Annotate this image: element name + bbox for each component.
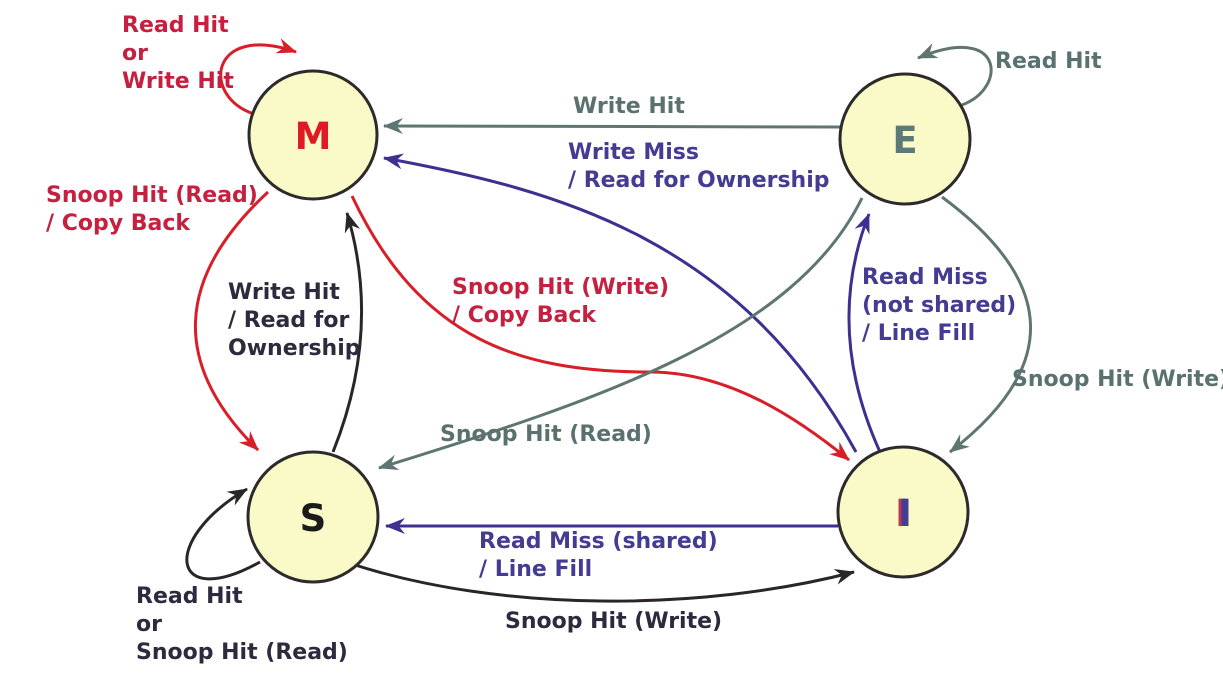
label-e-self-read-hit: Read Hit (995, 48, 1102, 76)
label-line: Snoop Hit (Write) (452, 275, 670, 300)
label-line: or (136, 612, 162, 637)
label-read-miss-not-shared-line-fill: Read Miss (not shared) / Line Fill (862, 264, 1016, 348)
label-line: Write Miss (568, 140, 699, 165)
label-line: / Copy Back (46, 211, 190, 236)
label-line: / Read for (228, 308, 350, 333)
transition-s-to-m-arrow (331, 212, 364, 453)
transition-e-to-e-arrow (917, 43, 993, 107)
label-write-miss-read-for-ownership: Write Miss / Read for Ownership (568, 139, 830, 195)
label-line: Write Hit (228, 280, 340, 305)
label-line: Read Miss (shared) (479, 529, 718, 554)
transition-e-to-i-arrow (941, 195, 1032, 454)
state-node-s (246, 450, 380, 584)
label-line: Snoop Hit (Write) (505, 609, 723, 634)
state-letter-i: I (898, 491, 912, 535)
label-line: Read Hit (995, 49, 1102, 74)
label-line: / Copy Back (452, 303, 596, 328)
label-line: / Line Fill (479, 557, 593, 582)
label-snoop-hit-write-s-to-i: Snoop Hit (Write) (505, 608, 722, 636)
label-line: Read Hit (122, 13, 229, 38)
transition-i-to-e-arrow (847, 213, 882, 453)
label-line: Snoop Hit (Read) (46, 183, 258, 208)
label-line: (not shared) (862, 293, 1017, 318)
label-write-hit: Write Hit (573, 93, 685, 121)
transition-s-to-s-arrow (185, 487, 261, 581)
transition-m-to-m-arrow (219, 38, 297, 116)
state-letter-s: S (299, 496, 327, 540)
transition-m-to-s-arrow (193, 190, 270, 452)
label-line: Snoop Hit (Read) (440, 422, 652, 447)
label-line: Snoop Hit (Write) (1012, 367, 1223, 392)
transition-e-to-s-arrow (378, 197, 864, 471)
label-line: Read Hit (136, 584, 243, 609)
label-m-self-read-or-write-hit: Read Hit or Write Hit (122, 12, 234, 96)
label-line: Snoop Hit (Read) (136, 640, 348, 665)
transition-e-to-m-arrow (383, 118, 841, 135)
label-line: / Read for Ownership (568, 168, 830, 193)
label-line: Write Hit (573, 94, 685, 119)
transition-s-to-i-arrow (351, 562, 855, 603)
label-line: Ownership (228, 336, 361, 361)
state-node-e (838, 72, 972, 206)
state-letter-m: M (294, 114, 332, 158)
label-snoop-hit-read-copy-back: Snoop Hit (Read) / Copy Back (46, 182, 258, 238)
state-node-i (836, 445, 970, 579)
transition-i-to-m-arrow (383, 153, 858, 453)
label-snoop-hit-read-e-to-s: Snoop Hit (Read) (440, 421, 652, 449)
label-line: or (122, 41, 148, 66)
state-node-m (247, 69, 379, 201)
label-line: Read Miss (862, 265, 988, 290)
label-s-self-read-hit-or-snoop-hit-read: Read Hit or Snoop Hit (Read) (136, 583, 348, 667)
label-line: Write Hit (122, 69, 234, 94)
label-write-hit-read-for-ownership: Write Hit / Read for Ownership (228, 279, 361, 363)
transition-m-to-i-arrow (350, 195, 850, 462)
label-snoop-hit-write-e-to-i: Snoop Hit (Write) (1012, 366, 1223, 394)
label-line: / Line Fill (862, 321, 976, 346)
state-letter-e: E (892, 118, 918, 162)
label-read-miss-shared-line-fill: Read Miss (shared) / Line Fill (479, 528, 718, 584)
label-snoop-hit-write-copy-back: Snoop Hit (Write) / Copy Back (452, 274, 669, 330)
